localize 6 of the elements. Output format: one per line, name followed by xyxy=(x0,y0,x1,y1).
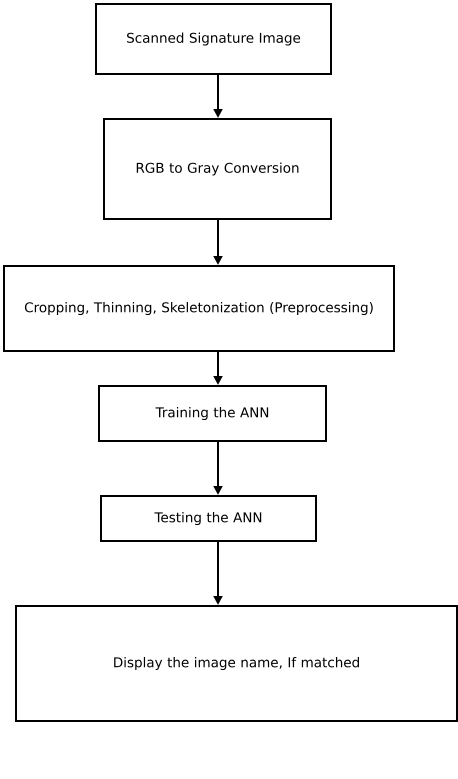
process-box: RGB to Gray Conversion xyxy=(103,118,332,220)
process-box: Training the ANN xyxy=(98,385,327,442)
process-box: Scanned Signature Image xyxy=(95,3,332,75)
process-box: Cropping, Thinning, Skeletonization (Preprocessing) xyxy=(3,265,395,352)
process-box: Display the image name, If matched xyxy=(15,605,458,722)
process-box: Testing the ANN xyxy=(100,495,317,542)
